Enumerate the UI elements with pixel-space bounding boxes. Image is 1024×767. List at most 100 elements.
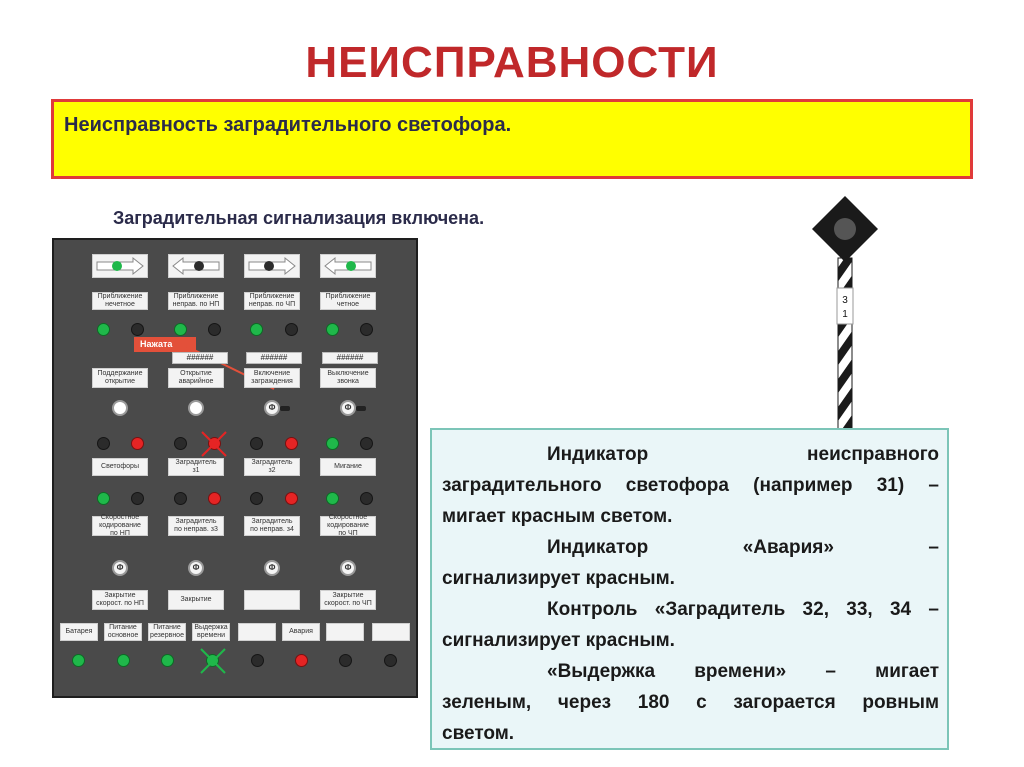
panel-label: Скоростное кодирование по ЧП (320, 514, 376, 537)
indicator-lamp-off (174, 437, 187, 450)
status-subtitle: Заградительная сигнализация включена. (113, 208, 485, 228)
info-box: Индикатор неисправного заградительного с… (430, 428, 949, 750)
panel-label: Поддержание открытие (92, 368, 148, 388)
indicator-lamp-off (131, 492, 144, 505)
direction-indicator-3 (244, 254, 300, 278)
key-handle (280, 406, 290, 411)
bell-off-key-button[interactable]: Ф (340, 400, 356, 416)
support-open-button[interactable] (112, 400, 128, 416)
left-arrow-icon (172, 256, 220, 276)
speed-code-np-key[interactable]: Ф (112, 560, 128, 576)
panel-label: Приближение четное (320, 292, 376, 310)
panel-label: Приближение неправ. по ЧП (244, 292, 300, 310)
signal-number-bottom: 1 (842, 309, 848, 320)
indicator-lamp-green (326, 437, 339, 450)
indicator-lamp-green (326, 323, 339, 336)
emergency-open-button[interactable] (188, 400, 204, 416)
code-display: ###### (246, 352, 302, 364)
info-line: «Выдержка времени» – мигает (547, 661, 939, 682)
barrier-signal-icon: 3 1 (812, 196, 878, 431)
code-display: ###### (172, 352, 228, 364)
barrier-key-button[interactable]: Ф (264, 400, 280, 416)
indicator-lamp-red (285, 437, 298, 450)
indicator-lamp-off (360, 437, 373, 450)
barrier-z3-key[interactable]: Ф (188, 560, 204, 576)
panel-label-blank (326, 623, 364, 641)
key-handle (356, 406, 366, 411)
panel-label: Выключение звонка (320, 368, 376, 388)
info-line: мигает красным светом. (442, 506, 673, 527)
barrier-z4-key[interactable]: Ф (264, 560, 280, 576)
indicator-lamp-off (339, 654, 352, 667)
main-power-lamp (117, 654, 130, 667)
panel-label: Закрытие (168, 590, 224, 610)
panel-label: Питание резервное (148, 623, 186, 641)
indicator-lamp-off (97, 437, 110, 450)
page-title: НЕИСПРАВНОСТИ (305, 38, 719, 87)
indicator-lamp-off (384, 654, 397, 667)
info-line: Индикатор «Авария» – (547, 537, 939, 558)
indicator-lamp-green (250, 323, 263, 336)
indicator-lamp-off (250, 492, 263, 505)
panel-label: Приближение неправ. по НП (168, 292, 224, 310)
pressed-callout: Нажата (134, 337, 196, 352)
panel-label: Закрытие скорост. по ЧП (320, 590, 376, 610)
indicator-lamp-green (326, 492, 339, 505)
direction-indicator-1 (92, 254, 148, 278)
panel-label: Скоростное кодирование по НП (92, 514, 148, 537)
fault-banner-text: Неисправность заградительного светофора. (64, 114, 512, 136)
indicator-lamp-green (174, 323, 187, 336)
indicator-lamp-off (250, 437, 263, 450)
blink-cross-icon (200, 648, 226, 674)
panel-label: Открытие аварийное (168, 368, 224, 388)
indicator-lamp-red (131, 437, 144, 450)
panel-label: Закрытие скорост. по НП (92, 590, 148, 610)
signal-number-top: 3 (842, 295, 848, 306)
indicator-lamp-off (208, 323, 221, 336)
panel-label: Авария (282, 623, 320, 641)
control-panel: Приближение нечетное Приближение неправ.… (52, 238, 418, 698)
fault-banner: Неисправность заградительного светофора. (51, 99, 973, 179)
right-arrow-icon (248, 256, 296, 276)
blink-cross-icon (201, 431, 227, 457)
speed-code-chp-key[interactable]: Ф (340, 560, 356, 576)
panel-label: Заградитель по неправ. з4 (244, 516, 300, 536)
info-line: Индикатор неисправного (547, 444, 939, 465)
panel-label-blank (238, 623, 276, 641)
info-line: сигнализирует красным. (442, 630, 675, 651)
panel-label: Батарея (60, 623, 98, 641)
indicator-lamp-off (131, 323, 144, 336)
code-display: ###### (322, 352, 378, 364)
panel-label: Заградитель з2 (244, 458, 300, 476)
panel-label: Заградитель по неправ. з3 (168, 516, 224, 536)
indicator-lamp-off (174, 492, 187, 505)
direction-indicator-2 (168, 254, 224, 278)
indicator-lamp-off (251, 654, 264, 667)
info-line: зеленым, через 180 с загорается ровным (442, 692, 939, 713)
panel-label: Заградитель з1 (168, 458, 224, 476)
panel-label: Мигание (320, 458, 376, 476)
panel-label: Светофоры (92, 458, 148, 476)
info-line: светом. (442, 723, 515, 744)
indicator-lamp-green (97, 323, 110, 336)
alarm-lamp (295, 654, 308, 667)
direction-indicator-4 (320, 254, 376, 278)
reserve-power-lamp (161, 654, 174, 667)
indicator-lamp-red (285, 492, 298, 505)
panel-label: Выдержка времени (192, 623, 230, 641)
info-line: Контроль «Заградитель 32, 33, 34 – (547, 599, 939, 620)
info-line: заградительного светофора (например 31) … (442, 475, 939, 496)
indicator-lamp-off (285, 323, 298, 336)
panel-label-blank (372, 623, 410, 641)
panel-label: Питание основное (104, 623, 142, 641)
panel-label-blank (244, 590, 300, 610)
indicator-lamp-off (360, 492, 373, 505)
info-line: сигнализирует красным. (442, 568, 675, 589)
panel-label: Приближение нечетное (92, 292, 148, 310)
battery-lamp (72, 654, 85, 667)
indicator-lamp-red (208, 492, 221, 505)
panel-label: Включение заграждения (244, 368, 300, 388)
indicator-lamp-green (97, 492, 110, 505)
right-arrow-icon (96, 256, 144, 276)
left-arrow-icon (324, 256, 372, 276)
